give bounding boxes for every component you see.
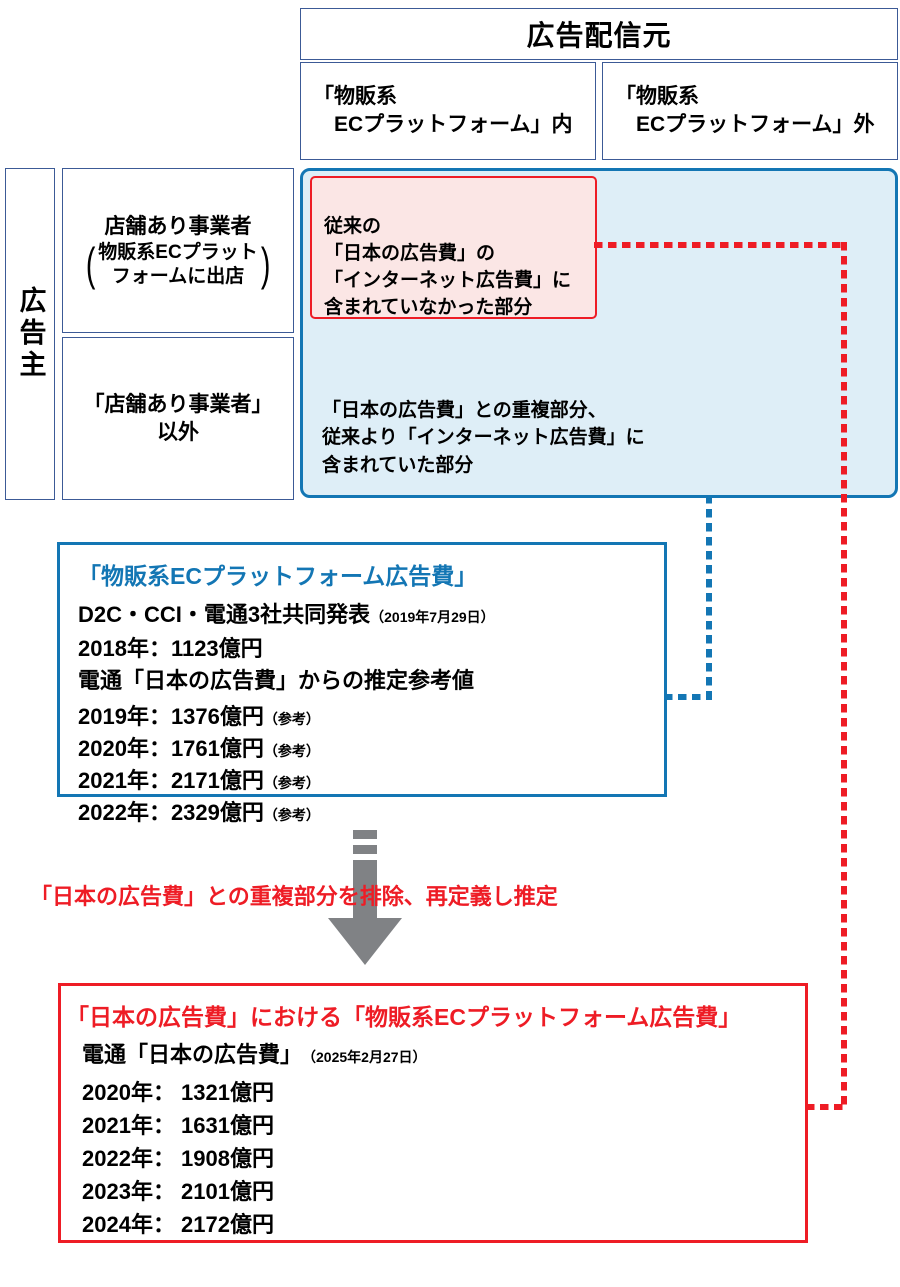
blue-card-row-3: 2022年：2329億円 （参考） [78, 795, 320, 827]
japan-adcost-ec-card [58, 983, 808, 1243]
arrow-shaft-segment-1 [353, 830, 377, 839]
paren-close: ) [260, 237, 271, 290]
blue-connector-vertical [706, 495, 712, 700]
blue-card-row-0-value: 2019年：1376億円 [78, 704, 264, 729]
red-card-source: 電通「日本の広告費」 [82, 1042, 303, 1067]
paren-open: ( [85, 237, 96, 290]
red-card-row-3-value: 2023年： 2101億円 [82, 1179, 274, 1204]
red-card-row-2: 2022年： 1908億円 [82, 1141, 274, 1173]
red-card-row-3: 2023年： 2101億円 [82, 1174, 274, 1206]
red-connector-top-horizontal [594, 242, 847, 248]
advertiser-column-box: 広告主 [5, 168, 55, 500]
overlap-included-text-block: 「日本の広告費」との重複部分、 従来より「インターネット広告費」に 含まれていた… [322, 369, 782, 479]
advertiser-box1-paren-group: ( 物販系ECプラット フォームに出店 ) [83, 241, 273, 289]
blue-card-estimate-note-text: 電通「日本の広告費」からの推定参考値 [78, 668, 475, 693]
advertiser-box1-line1: 店舗あり事業者 [104, 214, 252, 238]
red-card-title-text: 「日本の広告費」における「物販系ECプラットフォーム広告費」 [66, 1004, 742, 1030]
advertiser-box2-line1: 「店舗あり事業者」 [83, 393, 273, 417]
blue-card-title-text: 「物販系ECプラットフォーム広告費」 [78, 563, 478, 589]
red-card-row-2-value: 2022年： 1908億円 [82, 1146, 274, 1171]
header-title-text: 広告配信元 [526, 20, 672, 51]
blue-card-source-date: （2019年7月29日） [370, 609, 495, 625]
red-card-row-0-value: 2020年： 1321億円 [82, 1080, 274, 1105]
red-connector-vertical [841, 242, 847, 1110]
header-outside-box: 「物販系 ECプラットフォーム」外 [602, 62, 898, 160]
blue-card-row-2-value: 2021年：2171億円 [78, 768, 264, 793]
red-card-row-0: 2020年： 1321億円 [82, 1075, 274, 1107]
red-card-row-4-value: 2024年： 2172億円 [82, 1212, 274, 1237]
blue-card-figure-2018: 2018年：1123億円 [78, 631, 263, 663]
red-card-source-date: （2025年2月27日） [302, 1049, 427, 1065]
blue-card-row-2-note: （参考） [263, 775, 320, 791]
blue-card-source-row: D2C・CCI・電通3社共同発表 （2019年7月29日） [78, 597, 495, 629]
ec-platform-adcost-card [57, 542, 667, 797]
blue-card-title: 「物販系ECプラットフォーム広告費」 [78, 557, 477, 591]
red-card-title: 「日本の広告費」における「物販系ECプラットフォーム広告費」 [66, 998, 741, 1032]
header-outside-label: 「物販系 ECプラットフォーム」外 [615, 85, 875, 136]
red-connector-bottom-horizontal [806, 1104, 847, 1110]
arrow-caption: 「日本の広告費」との重複部分を排除、再定義し推定 [30, 879, 558, 911]
advertiser-box-with-store: 店舗あり事業者 ( 物販系ECプラット フォームに出店 ) [62, 168, 294, 333]
advertiser-box2-line2: 以外 [157, 420, 199, 444]
blue-card-row-0: 2019年：1376億円 （参考） [78, 699, 320, 731]
arrow-head-icon [328, 918, 402, 965]
advertiser-box1-paren-line1: 物販系ECプラット [98, 241, 258, 263]
arrow-caption-text: 「日本の広告費」との重複部分を排除、再定義し推定 [30, 884, 558, 909]
blue-card-row-1-value: 2020年：1761億円 [78, 736, 264, 761]
advertiser-box1-paren-text: 物販系ECプラット フォームに出店 [98, 241, 257, 289]
overlap-included-text: 「日本の広告費」との重複部分、 従来より「インターネット広告費」に 含まれていた… [322, 399, 645, 476]
advertiser-box1-paren-line2: フォームに出店 [111, 265, 245, 287]
blue-card-row-3-value: 2022年：2329億円 [78, 800, 264, 825]
blue-card-source: D2C・CCI・電通3社共同発表 [78, 602, 371, 627]
header-inside-label: 「物販系 ECプラットフォーム」内 [313, 85, 573, 136]
blue-card-row-1-note: （参考） [263, 743, 320, 759]
arrow-shaft-segment-2 [353, 845, 377, 854]
blue-card-row-2: 2021年：2171億円 （参考） [78, 763, 320, 795]
advertiser-box-other: 「店舗あり事業者」 以外 [62, 337, 294, 500]
blue-card-row-3-note: （参考） [263, 807, 320, 823]
red-card-source-row: 電通「日本の広告費」 （2025年2月27日） [82, 1037, 427, 1069]
advertiser-column-label: 広告主 [15, 286, 46, 382]
arrow-shaft-segment-3 [353, 860, 377, 918]
red-card-row-1-value: 2021年： 1631億円 [82, 1113, 274, 1138]
blue-card-figure-2018-text: 2018年：1123億円 [78, 636, 263, 661]
header-title-box: 広告配信元 [300, 8, 898, 60]
blue-card-row-1: 2020年：1761億円 （参考） [78, 731, 320, 763]
red-card-row-1: 2021年： 1631億円 [82, 1108, 274, 1140]
legacy-excluded-text: 従来の 「日本の広告費」の 「インターネット広告費」に 含まれていなかった部分 [324, 215, 572, 318]
blue-card-estimate-note: 電通「日本の広告費」からの推定参考値 [78, 663, 474, 695]
blue-card-row-0-note: （参考） [263, 711, 320, 727]
header-inside-box: 「物販系 ECプラットフォーム」内 [300, 62, 596, 160]
legacy-excluded-box: 従来の 「日本の広告費」の 「インターネット広告費」に 含まれていなかった部分 [310, 176, 597, 319]
red-card-row-4: 2024年： 2172億円 [82, 1207, 274, 1239]
blue-connector-horizontal [664, 694, 712, 700]
